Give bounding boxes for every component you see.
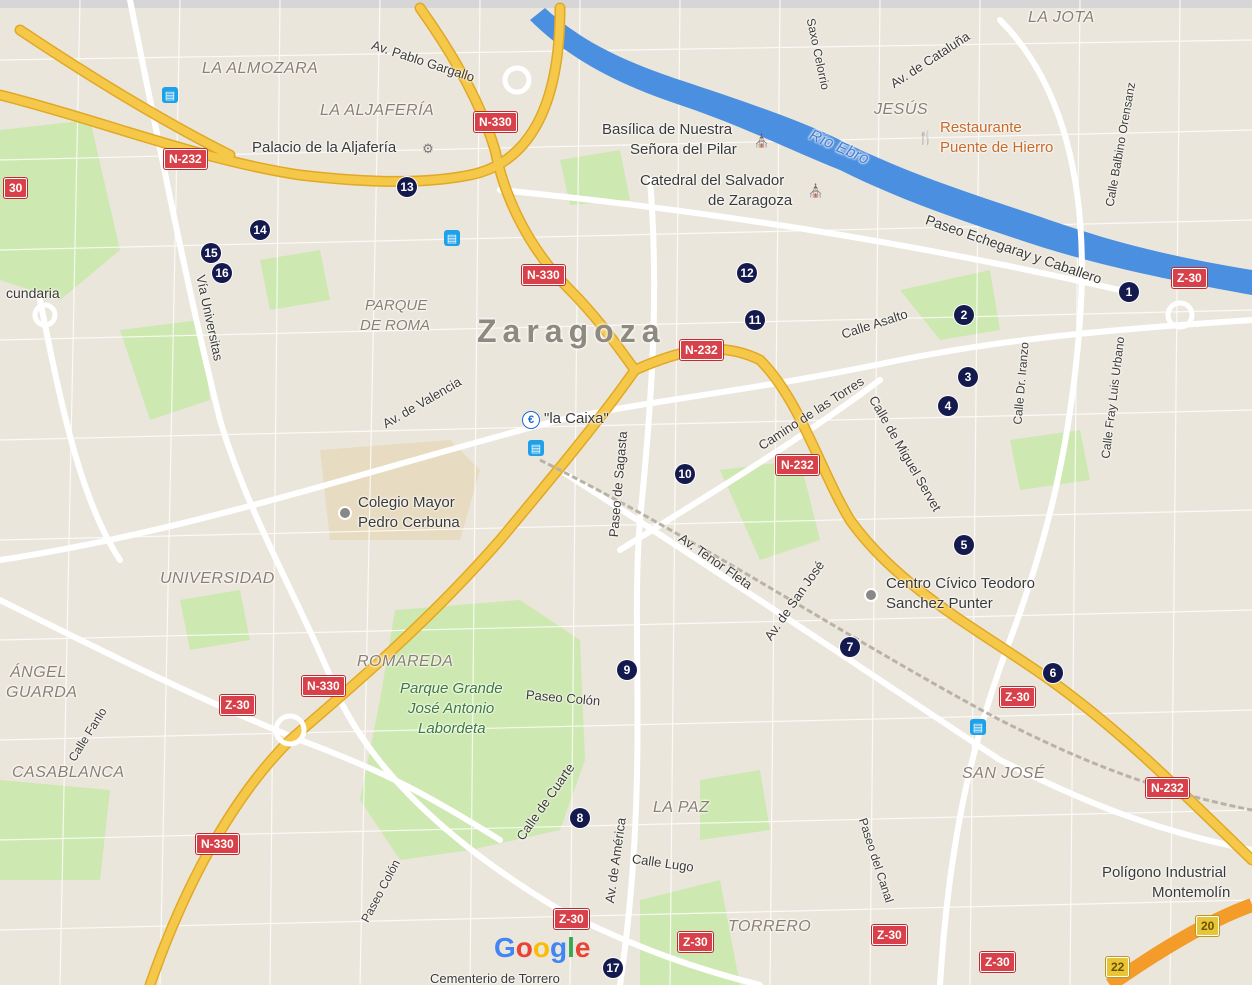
logo-letter: G — [494, 932, 516, 963]
museum-icon[interactable]: ⚙ — [422, 141, 434, 156]
place-label[interactable]: Polígono Industrial — [1102, 864, 1227, 881]
transit-icon[interactable]: ▤ — [444, 230, 460, 246]
map-marker[interactable]: 13 — [397, 177, 417, 197]
road-shield: Z-30 — [980, 952, 1015, 972]
place-label[interactable]: Restaurante — [940, 119, 1022, 136]
map-marker[interactable]: 3 — [958, 367, 978, 387]
district-label: LA ALJAFERÍA — [320, 102, 435, 119]
road-shield: N-232 — [1146, 778, 1189, 798]
transit-icon[interactable]: ▤ — [528, 440, 544, 456]
poi-dot-icon[interactable] — [866, 590, 876, 600]
district-label: LA JOTA — [1028, 9, 1095, 26]
logo-letter: g — [550, 932, 568, 963]
map-marker[interactable]: 5 — [954, 535, 974, 555]
road-shield: Z-30 — [1172, 268, 1207, 288]
park-label: Parque Grande — [400, 680, 503, 697]
map-marker[interactable]: 7 — [840, 637, 860, 657]
road-shield: N-232 — [776, 455, 819, 475]
road-shield: N-330 — [522, 265, 565, 285]
place-label[interactable]: Puente de Hierro — [940, 139, 1054, 156]
road-shield: Z-30 — [872, 925, 907, 945]
place-label[interactable]: Señora del Pilar — [630, 141, 737, 158]
map-marker[interactable]: 11 — [745, 310, 765, 330]
district-label: UNIVERSIDAD — [160, 570, 275, 587]
map-marker[interactable]: 10 — [675, 464, 695, 484]
district-label: ROMAREDA — [357, 653, 454, 670]
logo-letter: o — [515, 932, 533, 963]
district-label: GUARDA — [6, 684, 78, 701]
place-label[interactable]: Centro Cívico Teodoro — [886, 575, 1035, 592]
map-marker[interactable]: 12 — [737, 263, 757, 283]
district-label: LA ALMOZARA — [202, 60, 319, 77]
road-shield: N-330 — [196, 834, 239, 854]
road-shield: Z-30 — [554, 909, 589, 929]
map-marker[interactable]: 1 — [1119, 282, 1139, 302]
bank-icon[interactable]: € — [522, 411, 540, 429]
restaurant-icon[interactable]: 🍴 — [917, 130, 935, 145]
city-label: Zaragoza — [477, 313, 666, 349]
church-icon[interactable]: ⛪ — [807, 183, 825, 198]
map-marker[interactable]: 2 — [954, 305, 974, 325]
place-label[interactable]: Pedro Cerbuna — [358, 514, 460, 531]
map-marker[interactable]: 17 — [603, 958, 623, 978]
transit-icon[interactable]: ▤ — [970, 719, 986, 735]
road-shield: N-330 — [474, 112, 517, 132]
road-shield: 22 — [1106, 957, 1130, 977]
district-label: ÁNGEL — [10, 664, 67, 681]
transit-icon[interactable]: ▤ — [162, 87, 178, 103]
road-shield: 20 — [1196, 916, 1220, 936]
park-label: PARQUE — [365, 297, 428, 314]
road-shield: N-330 — [302, 676, 345, 696]
place-label[interactable]: Montemolín — [1152, 884, 1231, 901]
logo-letter: l — [567, 932, 575, 963]
road-shield: Z-30 — [220, 695, 255, 715]
place-label[interactable]: Sanchez Punter — [886, 595, 993, 612]
google-logo: Google — [494, 932, 590, 964]
road-shield: Z-30 — [678, 932, 713, 952]
map-marker[interactable]: 16 — [212, 263, 232, 283]
map-marker[interactable]: 15 — [201, 243, 221, 263]
poi-dot-icon[interactable] — [340, 508, 350, 518]
street-label: cundaria — [6, 285, 60, 301]
district-label: SAN JOSÉ — [962, 765, 1046, 782]
road-shield: 30 — [4, 178, 28, 198]
road-shield: Z-30 — [1000, 687, 1035, 707]
map-marker[interactable]: 6 — [1043, 663, 1063, 683]
park-label: José Antonio — [408, 700, 495, 717]
road-shield: N-232 — [680, 340, 723, 360]
road-shield: N-232 — [164, 149, 207, 169]
church-icon[interactable]: ⛪ — [753, 133, 771, 148]
district-label: LA PAZ — [653, 799, 710, 816]
logo-letter: e — [574, 932, 591, 963]
park-label: DE ROMA — [360, 317, 431, 334]
place-label[interactable]: Colegio Mayor — [358, 494, 455, 511]
place-label[interactable]: Basílica de Nuestra — [602, 121, 733, 138]
map-marker[interactable]: 4 — [938, 396, 958, 416]
place-label[interactable]: "la Caixa" — [544, 410, 609, 427]
map-marker[interactable]: 14 — [250, 220, 270, 240]
park-label: Labordeta — [418, 720, 486, 737]
place-label[interactable]: Palacio de la Aljafería — [252, 139, 397, 156]
logo-letter: o — [532, 932, 550, 963]
district-label: CASABLANCA — [12, 764, 125, 781]
district-label: JESÚS — [874, 101, 929, 118]
map-marker[interactable]: 9 — [617, 660, 637, 680]
district-label: TORRERO — [728, 918, 812, 935]
map-marker[interactable]: 8 — [570, 808, 590, 828]
place-label[interactable]: Catedral del Salvador — [640, 172, 785, 189]
place-label[interactable]: Cementerio de Torrero — [430, 971, 560, 985]
place-label[interactable]: de Zaragoza — [708, 192, 793, 209]
